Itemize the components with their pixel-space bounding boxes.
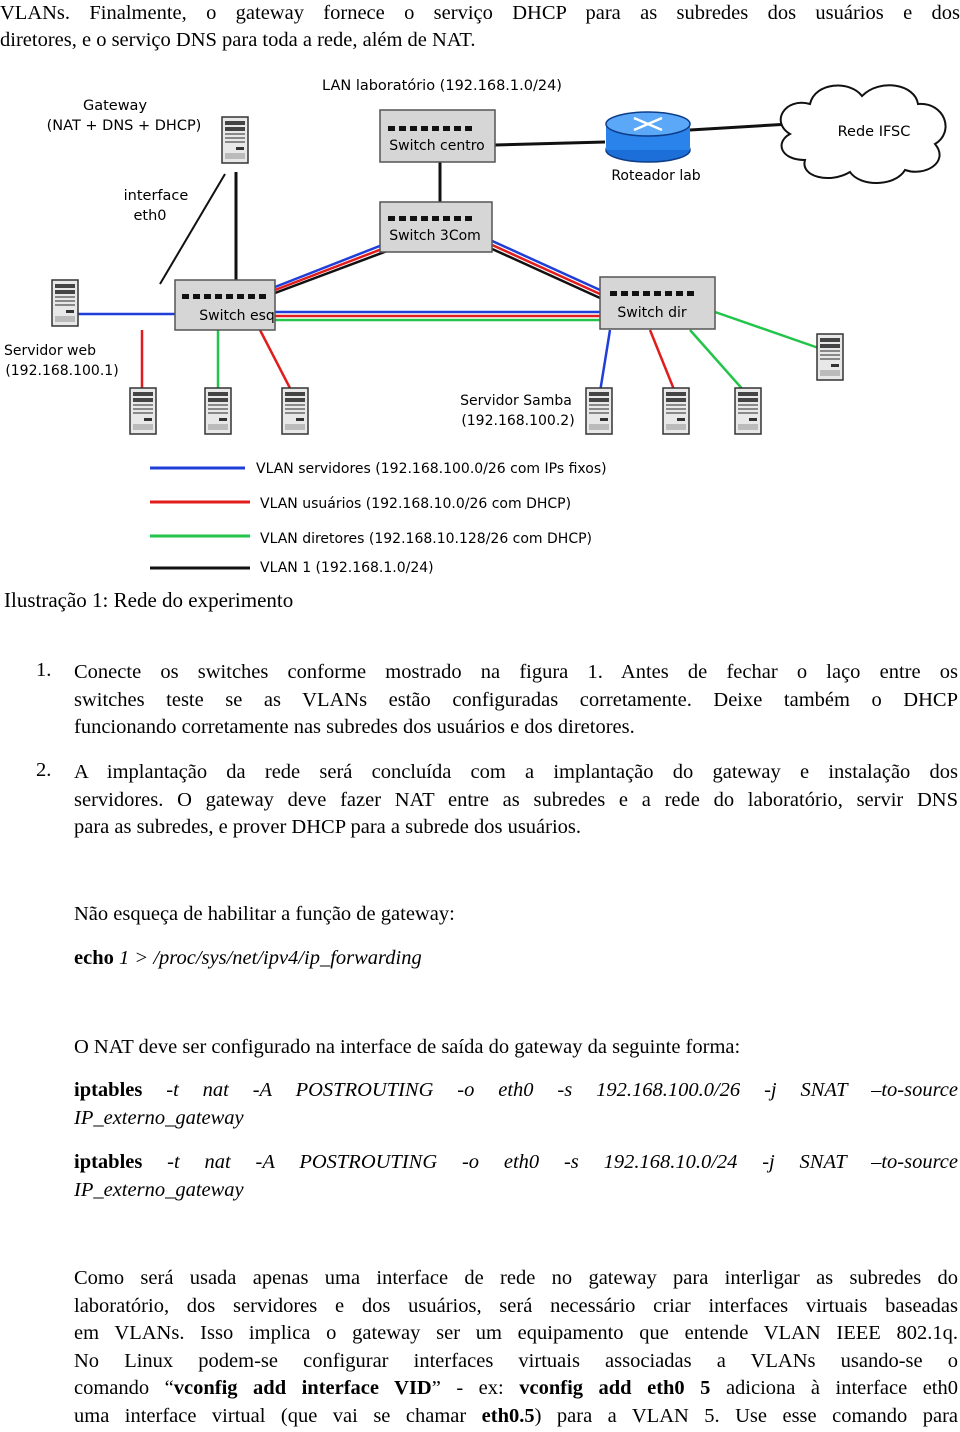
figure-caption: Ilustração 1: Rede do experimento [4, 588, 294, 612]
iptables-line: iptables -t nat -A POSTROUTING -o eth0 -… [74, 1077, 958, 1105]
trunk-blue-dir [489, 238, 601, 292]
command-keyword: vconfig add interface VID [173, 1377, 432, 1399]
intro-line-1: VLANs. Finalmente, o gateway fornece o s… [0, 2, 960, 24]
item-line: switches teste se as VLANs estão configu… [74, 688, 958, 711]
command-keyword: vconfig add eth0 5 [519, 1377, 711, 1399]
lan-label: LAN laboratório (192.168.1.0/24) [322, 78, 562, 94]
legend-label-servidores: VLAN servidores (192.168.100.0/26 com IP… [256, 461, 607, 477]
link-dir-pc3 [714, 310, 831, 354]
item-line: Conecte os switches conforme mostrado na… [74, 661, 958, 683]
link-dir-samba [598, 329, 612, 393]
link-dir-pc1 [648, 329, 677, 393]
gateway-server-icon [221, 116, 249, 164]
router-icon [605, 111, 691, 163]
nat-note: O NAT deve ser configurado na interface … [74, 1036, 741, 1058]
command-keyword: echo [74, 947, 114, 969]
item-line: para as subredes, e prover DHCP para a s… [74, 816, 582, 838]
item-line: funcionando corretamente nas subredes do… [74, 716, 635, 738]
samba-server-icon [585, 387, 613, 435]
cloud-icon [779, 84, 947, 184]
switch-3com-icon [379, 201, 493, 253]
pc-icon [662, 387, 690, 435]
trunk-black-dir [489, 246, 601, 300]
switch-dir-icon [599, 276, 716, 330]
trunk-red-esq [274, 242, 396, 292]
web-server-ip: (192.168.100.1) [5, 363, 118, 379]
text-run: comando “ [74, 1377, 174, 1399]
switch-esq-label: Switch esq [199, 308, 275, 324]
legend-label-diretores: VLAN diretores (192.168.10.128/26 com DH… [260, 531, 592, 547]
rede-ifsc-label: Rede IFSC [838, 124, 911, 140]
legend-label-vlan1: VLAN 1 (192.168.1.0/24) [260, 560, 434, 576]
text-run: uma interface virtual (que vai se chamar [74, 1404, 482, 1427]
intro-line-2: diretores, e o serviço DNS para toda a r… [0, 29, 476, 51]
web-server-icon [51, 279, 79, 327]
paragraph-line: comando “vconfig add interface VID” - ex… [74, 1375, 958, 1403]
interface-label: interface [124, 188, 189, 204]
trunk-black-esq [274, 246, 396, 295]
text-run: ) para a VLAN 5. Use esse comando para [534, 1404, 958, 1427]
pc-icon [204, 387, 232, 435]
trunk-red-dir [489, 242, 601, 296]
text-run: adiciona à interface eth0 [710, 1377, 958, 1399]
link-roteador-ifsc [689, 122, 791, 132]
command-keyword: eth0.5 [481, 1404, 535, 1427]
item-line: A implantação da rede será concluída com… [74, 761, 958, 783]
iptables-line: IP_externo_gateway [74, 1177, 958, 1205]
switch-dir-label: Switch dir [617, 305, 687, 321]
switch-centro-label: Switch centro [389, 138, 484, 154]
legend: VLAN servidores (192.168.100.0/26 com IP… [150, 461, 607, 576]
iptables-line: IP_externo_gateway [74, 1105, 958, 1133]
list-item: Conecte os switches conforme mostrado na… [74, 659, 958, 742]
paragraph-line: Como será usada apenas uma interface de … [74, 1267, 958, 1289]
switch-3com-label: Switch 3Com [389, 228, 481, 244]
switch-esq-icon [174, 279, 276, 331]
command-args: IP_externo_gateway [74, 1178, 244, 1201]
iptables-line: iptables -t nat -A POSTROUTING -o eth0 -… [74, 1149, 958, 1177]
web-server-label: Servidor web [4, 343, 96, 359]
legend-label-usuarios: VLAN usuários (192.168.10.0/26 com DHCP) [260, 496, 571, 512]
gateway-label: Gateway [83, 98, 147, 114]
command-args: IP_externo_gateway [74, 1106, 244, 1129]
samba-server-label: Servidor Samba [460, 393, 572, 409]
pc-icon [816, 333, 844, 381]
item-line: servidores. O gateway deve fazer NAT ent… [74, 788, 958, 811]
pc-icon [129, 387, 157, 435]
item-number: 2. [36, 759, 52, 781]
pc-icon [281, 387, 309, 435]
interface-eth0-label: eth0 [133, 208, 166, 224]
paragraph-line: uma interface virtual (que vai se chamar… [74, 1403, 958, 1431]
text-run: ” - ex: [431, 1377, 520, 1399]
command-keyword: iptables [74, 1151, 143, 1173]
command-args: -t nat -A POSTROUTING -o eth0 -s 192.168… [142, 1151, 958, 1173]
network-diagram: Gateway (NAT + DNS + DHCP) interface eth… [4, 78, 947, 576]
echo-command: echo 1 > /proc/sys/net/ipv4/ip_forwardin… [74, 945, 958, 973]
gateway-services-label: (NAT + DNS + DHCP) [47, 118, 202, 134]
link-centro-roteador [494, 140, 606, 147]
samba-server-ip: (192.168.100.2) [461, 413, 574, 429]
link-dir-pc2 [689, 329, 746, 393]
item-number: 1. [36, 659, 52, 681]
paragraph-line: laboratório, dos servidores e dos usuári… [74, 1294, 958, 1317]
pc-icon [734, 387, 762, 435]
iptables-command: iptables -t nat -A POSTROUTING -o eth0 -… [74, 1077, 958, 1132]
command-args: 1 > /proc/sys/net/ipv4/ip_forwarding [113, 947, 422, 969]
iptables-command: iptables -t nat -A POSTROUTING -o eth0 -… [74, 1149, 958, 1204]
command-args: -t nat -A POSTROUTING -o eth0 -s 192.168… [142, 1079, 958, 1101]
switch-centro-icon [379, 109, 496, 163]
command-keyword: iptables [74, 1079, 143, 1101]
paragraph-line: em VLANs. Isso implica o gateway ser um … [74, 1322, 958, 1344]
router-label: Roteador lab [611, 168, 700, 184]
link-esq-pc3 [258, 329, 294, 393]
interface-arrow [159, 173, 226, 285]
trunk-blue-esq [274, 238, 396, 289]
list-item: A implantação da rede será concluída com… [74, 759, 958, 842]
final-paragraph: Como será usada apenas uma interface de … [74, 1265, 958, 1430]
paragraph-line: No Linux podem-se configurar interfaces … [74, 1349, 958, 1372]
gateway-note: Não esqueça de habilitar a função de gat… [74, 903, 455, 925]
